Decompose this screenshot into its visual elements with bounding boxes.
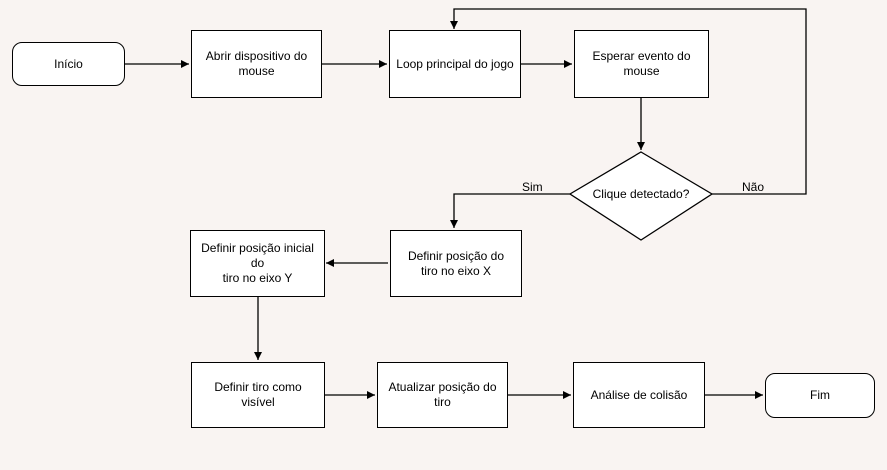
wait-mouse-event-node: Esperar evento do mouse [574,30,709,98]
end-node: Fim [765,373,875,418]
edge-label-sim: Sim [522,180,543,194]
open-mouse-device-node: Abrir dispositivo do mouse [191,30,322,98]
set-shot-visible-node: Definir tiro como visível [191,362,325,428]
decision-diamond [568,151,714,241]
arrow-nao-loop-back [450,8,807,195]
edge-label-nao: Não [742,180,765,194]
start-node: Início [12,42,125,86]
set-shot-x-node: Definir posição do tiro no eixo X [390,230,522,297]
collision-analysis-node: Análise de colisão [573,362,705,428]
arrow-sim-to-definir-x [450,193,570,228]
click-detected-label: Clique detectado? [592,187,690,201]
set-shot-initial-y-node: Definir posição inicial do tiro no eixo … [190,230,325,297]
main-game-loop-node: Loop principal do jogo [389,30,521,98]
update-shot-position-node: Atualizar posição do tiro [377,362,508,428]
